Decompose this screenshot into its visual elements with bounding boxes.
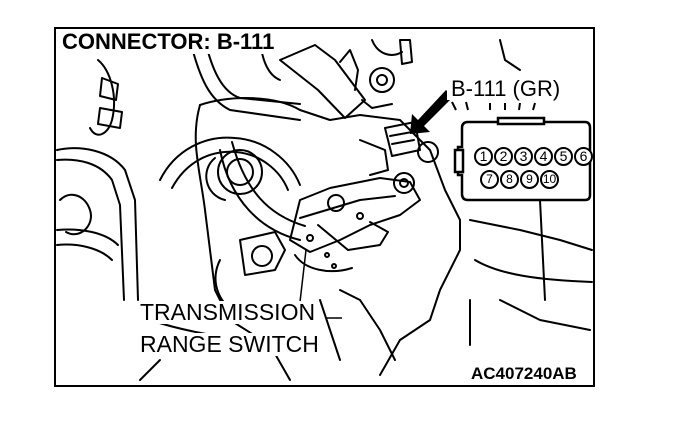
figure-code: AC407240AB bbox=[468, 365, 580, 382]
connector-pins-bottom-row: 7 8 9 10 bbox=[480, 170, 560, 189]
engine-line-art bbox=[56, 39, 593, 381]
part-label-line-1: TRANSMISSION bbox=[137, 301, 319, 324]
diagram-title: CONNECTOR: B-111 bbox=[60, 31, 279, 54]
label-dash-marks bbox=[451, 101, 536, 111]
connector-label: B-111 (GR) bbox=[447, 78, 565, 100]
connector-pin: 10 bbox=[540, 170, 559, 189]
leader-lines bbox=[299, 249, 342, 319]
connector-pin: 4 bbox=[534, 147, 553, 166]
connector-pins-top-row: 1 2 3 4 5 6 bbox=[474, 147, 594, 166]
connector-pin: 9 bbox=[520, 170, 539, 189]
connector-pin: 7 bbox=[480, 170, 499, 189]
connector-pin: 3 bbox=[514, 147, 533, 166]
connector-pin: 6 bbox=[574, 147, 593, 166]
connector-arrow-icon bbox=[410, 90, 453, 134]
connector-pin: 1 bbox=[474, 147, 493, 166]
connector-pin: 2 bbox=[494, 147, 513, 166]
connector-pin: 5 bbox=[554, 147, 573, 166]
diagram-frame bbox=[54, 27, 595, 387]
part-label-line-2: RANGE SWITCH bbox=[137, 333, 322, 356]
connector-pin: 8 bbox=[500, 170, 519, 189]
